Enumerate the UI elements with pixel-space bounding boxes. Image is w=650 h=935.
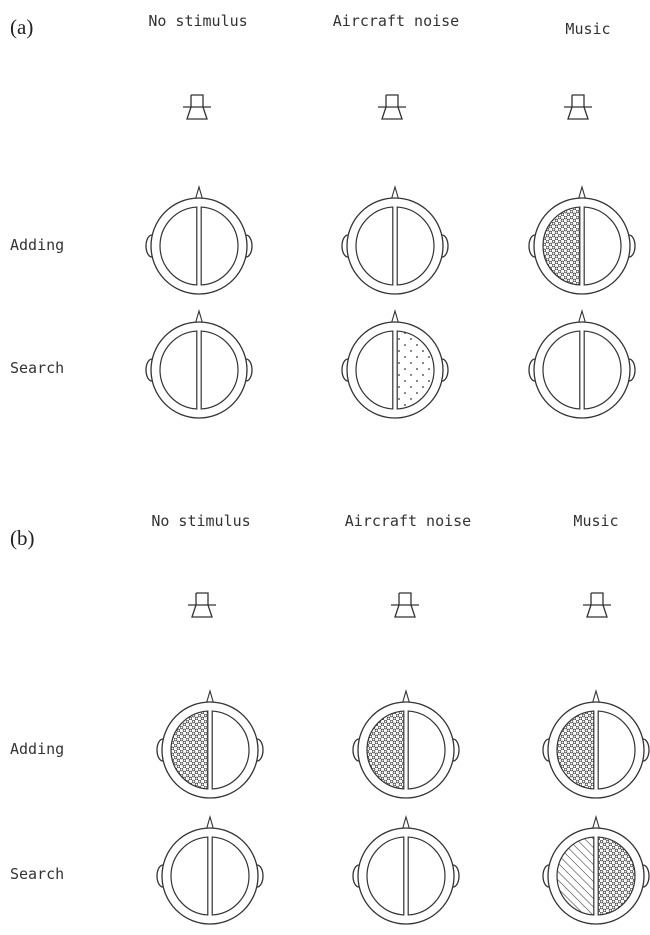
nose-marker [207,817,214,829]
nose-marker [579,187,586,199]
head-icon [146,311,252,418]
head-icon [157,817,263,924]
loudspeaker-icon [183,95,211,119]
head-icon [529,311,635,418]
panel-b: (b) No stimulus Aircraft noise Music Add… [10,512,649,924]
nose-marker [392,311,399,323]
row-label-search: Search [10,865,64,883]
column-label-music: Music [565,20,610,38]
head-icon [529,187,635,294]
head-icon [353,817,459,924]
nose-marker [593,817,600,829]
head-icon [342,187,448,294]
head-icon [353,691,459,798]
row-label-search: Search [10,359,64,377]
column-label-no-stimulus: No stimulus [148,12,247,30]
panel-label: (a) [10,15,33,39]
column-label-music: Music [573,512,618,530]
head-icon [543,817,649,924]
row-label-adding: Adding [10,236,64,254]
nose-marker [403,691,410,703]
loudspeaker-icon [378,95,406,119]
nose-marker [196,311,203,323]
panel-a: (a) No stimulus Aircraft noise Music Add… [10,12,635,418]
column-label-aircraft-noise: Aircraft noise [345,512,471,530]
head-icon [146,187,252,294]
head-icon [157,691,263,798]
row-label-adding: Adding [10,740,64,758]
head-icon [543,691,649,798]
loudspeaker-icon [391,593,419,617]
nose-marker [196,187,203,199]
head-icon [342,311,448,418]
loudspeaker-icon [583,593,611,617]
nose-marker [579,311,586,323]
nose-marker [207,691,214,703]
loudspeaker-icon [564,95,592,119]
panel-label: (b) [10,526,35,550]
nose-marker [392,187,399,199]
nose-marker [593,691,600,703]
loudspeaker-icon [188,593,216,617]
column-label-no-stimulus: No stimulus [151,512,250,530]
column-label-aircraft-noise: Aircraft noise [333,12,459,30]
nose-marker [403,817,410,829]
